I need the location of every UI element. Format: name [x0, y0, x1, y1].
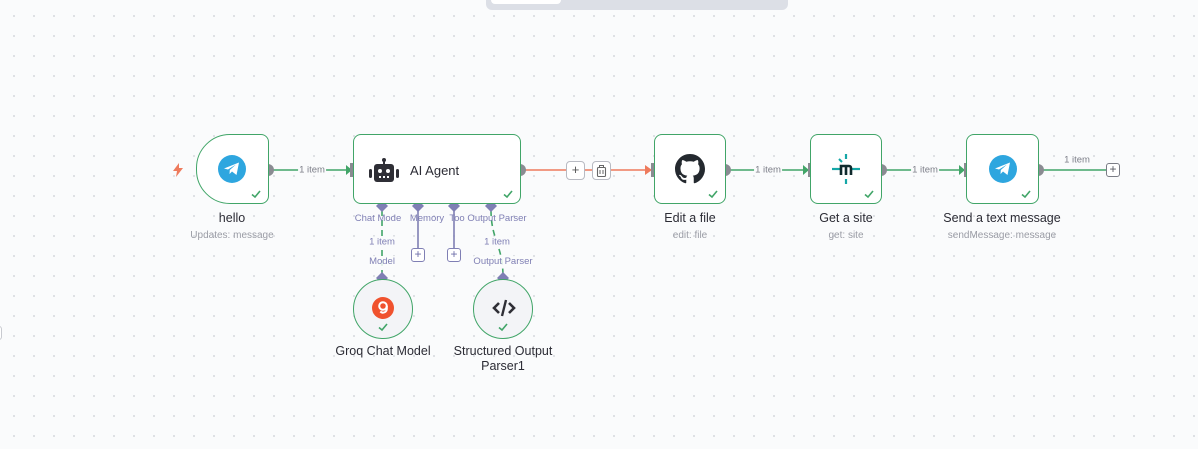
trigger-bolt-icon — [173, 163, 183, 177]
port-label-tool: Too — [449, 213, 465, 224]
robot-icon — [369, 158, 399, 182]
port-label-model-target: Model — [369, 256, 395, 267]
node-title-parser-line2: Parser1 — [481, 359, 525, 373]
edge-arrow — [346, 165, 352, 175]
input-handle-agent[interactable] — [350, 163, 355, 177]
edge-add-button[interactable]: + — [566, 161, 585, 180]
port-label-memory: Memory — [409, 213, 445, 224]
trash-icon — [596, 165, 607, 178]
success-check-icon — [864, 190, 874, 199]
node-ai-agent[interactable] — [353, 134, 521, 204]
github-icon — [675, 154, 705, 184]
success-check-icon — [378, 323, 388, 332]
success-check-icon — [498, 323, 508, 332]
node-edit-file[interactable] — [654, 134, 726, 204]
edge-arrow — [645, 165, 652, 175]
telegram-icon — [218, 155, 246, 183]
node-title-groq: Groq Chat Model — [335, 344, 431, 358]
add-tool-button[interactable]: + — [447, 248, 461, 262]
netlify-icon — [832, 154, 860, 184]
edge-arrow — [803, 165, 809, 175]
edge-label-parser: 1 item — [483, 236, 511, 248]
edge-label-send-output: 1 item — [1063, 154, 1091, 166]
node-title-send-message: Send a text message — [943, 211, 1061, 225]
edge-label-hello-agent: 1 item — [298, 164, 326, 176]
node-title-parser-line1: Structured Output — [453, 344, 553, 358]
node-subtitle-edit-file: edit: file — [672, 230, 708, 241]
port-label-output-parser: Output Parser — [467, 213, 527, 224]
node-title-hello: hello — [218, 211, 246, 225]
port-label-chat-model: Chat Mode — [354, 213, 402, 224]
node-subtitle-hello: Updates: message — [190, 230, 274, 241]
node-title-edit-file: Edit a file — [664, 211, 716, 225]
node-get-site[interactable] — [810, 134, 882, 204]
edge-delete-button[interactable] — [592, 161, 611, 180]
code-icon — [492, 299, 516, 317]
node-title-ai-agent: AI Agent — [410, 163, 460, 178]
node-groq-chat-model[interactable] — [353, 279, 413, 339]
success-check-icon — [1021, 190, 1031, 199]
telegram-icon — [989, 155, 1017, 183]
node-title-get-site: Get a site — [819, 211, 873, 225]
success-check-icon — [251, 190, 261, 199]
node-hello[interactable] — [196, 134, 269, 204]
port-label-parser-target: Output Parser — [473, 256, 533, 267]
add-next-node-button[interactable]: + — [1106, 163, 1120, 177]
canvas-top-toolbar — [486, 0, 788, 10]
input-handle-github[interactable] — [651, 163, 656, 177]
node-structured-output-parser[interactable] — [473, 279, 533, 339]
edge-arrow — [959, 165, 965, 175]
toolbar-segment[interactable] — [491, 0, 561, 4]
groq-icon — [372, 297, 394, 319]
success-check-icon — [503, 190, 513, 199]
add-memory-button[interactable]: + — [411, 248, 425, 262]
edge-label-model: 1 item — [368, 236, 396, 248]
edge-label-getsite-send: 1 item — [911, 164, 939, 176]
node-send-message[interactable] — [966, 134, 1039, 204]
edge-label-github-getsite: 1 item — [754, 164, 782, 176]
node-subtitle-send-message: sendMessage: message — [947, 230, 1057, 241]
node-subtitle-get-site: get: site — [828, 230, 864, 241]
success-check-icon — [708, 190, 718, 199]
